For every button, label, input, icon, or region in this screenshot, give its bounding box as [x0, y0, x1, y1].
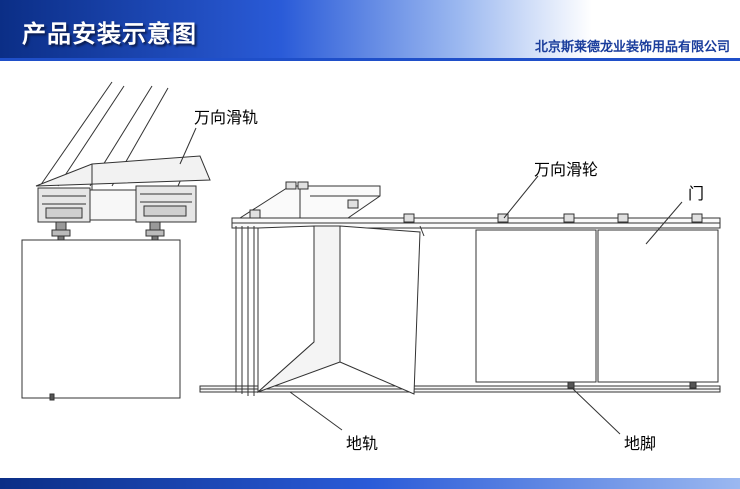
footer-band — [0, 478, 740, 489]
header-rule — [0, 58, 740, 61]
folding-door-system — [199, 175, 721, 435]
label-universal-track: 万向滑轨 — [194, 108, 259, 127]
label-floor-foot: 地脚 — [624, 434, 657, 453]
company-name: 北京斯莱德龙业装饰用品有限公司 — [534, 40, 730, 55]
label-universal-pulley: 万向滑轮 — [534, 160, 599, 179]
page-title: 产品安装示意图 — [22, 20, 197, 48]
header-band — [0, 0, 740, 58]
label-floor-track: 地轨 — [346, 434, 379, 453]
installation-diagram — [21, 81, 721, 435]
label-door: 门 — [688, 184, 705, 203]
track-detail — [21, 81, 211, 401]
